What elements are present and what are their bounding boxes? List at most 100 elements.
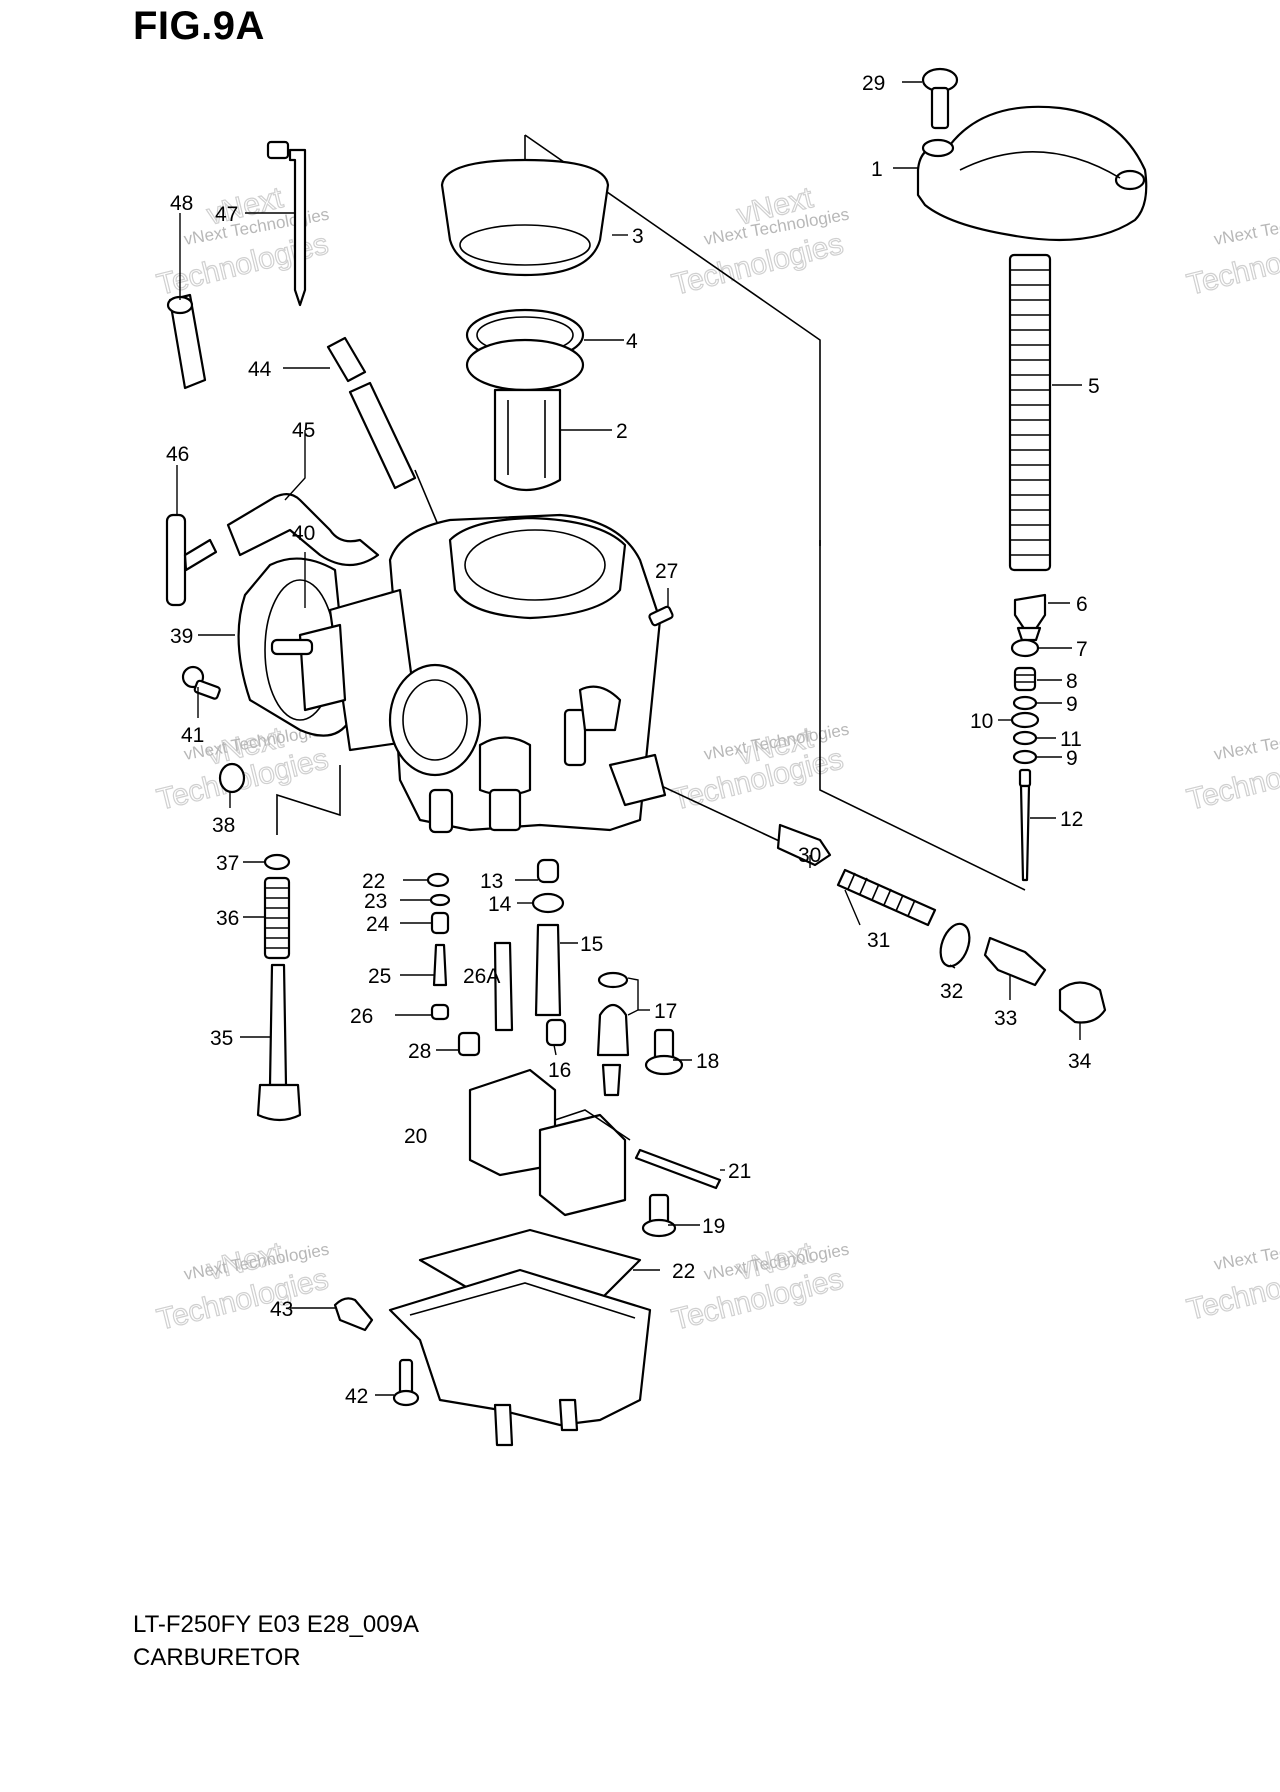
figure-title: FIG.9A: [133, 4, 265, 48]
top-cap-1: [916, 105, 1148, 242]
callout-24: 23: [364, 890, 387, 913]
piston-valve-2: [465, 338, 585, 491]
callout-18: 18: [696, 1050, 719, 1073]
jet-16: [545, 1018, 567, 1047]
callout-22: 22: [672, 1260, 695, 1283]
callout-10: 10: [970, 710, 993, 733]
spring-5: [1008, 253, 1052, 572]
callout-2: 2: [616, 420, 628, 443]
carburetor-body: [298, 513, 667, 834]
figure-footer: LT-F250FY E03 E28_009A CARBURETOR: [133, 1608, 419, 1674]
callout-32: 31: [867, 929, 890, 952]
plunger-31: [776, 823, 832, 867]
callout-30: 29: [862, 72, 885, 95]
ring-7: [1010, 638, 1040, 658]
ring-17: [597, 971, 629, 989]
leader-lines: [176, 81, 1082, 1396]
valve-17: [596, 1003, 630, 1057]
callout-3: 3: [632, 225, 644, 248]
callout-13: 13: [480, 870, 503, 893]
cap-35: [1058, 981, 1107, 1024]
callout-47: 46: [166, 443, 189, 466]
callout-19: 19: [702, 1215, 725, 1238]
o-ring-33: [939, 922, 971, 968]
nipple-41: [270, 638, 314, 656]
wire-48: [266, 140, 307, 307]
callout-28: 27: [655, 560, 678, 583]
needle-jet-15: [534, 923, 562, 1017]
callout-29: 28: [408, 1040, 431, 1063]
bolt-43: [392, 1358, 420, 1407]
jet-27: [493, 941, 514, 1032]
callout-48: 47: [215, 203, 238, 226]
watermark-text: vNext Technologies: [1212, 720, 1280, 764]
callout-21: 21: [728, 1160, 751, 1183]
watermark-group: vNext vNext Technologies Technologies vN…: [153, 180, 1280, 1337]
callout-37: 36: [216, 907, 239, 930]
washer-26a: [430, 1003, 450, 1021]
callout-9: 9: [1066, 693, 1078, 716]
callout-15: 15: [580, 933, 603, 956]
callout-16: 16: [548, 1059, 571, 1082]
drain-screw-44: [333, 1297, 374, 1332]
spring-25: [430, 911, 450, 935]
clip-10: [1010, 711, 1040, 729]
callout-34: 33: [994, 1007, 1017, 1030]
washer-9: [1012, 695, 1038, 711]
callout-26a: 26: [350, 1005, 373, 1028]
callout-39: 38: [212, 814, 235, 837]
model-code: LT-F250FY E03 E28_009A: [133, 1611, 419, 1638]
callout-9b: 9: [1066, 747, 1078, 770]
callout-41: 40: [292, 522, 315, 545]
bolt-42: [181, 665, 221, 700]
callout-11: 11: [1060, 728, 1082, 751]
jet-13: [536, 858, 560, 884]
callout-36: 35: [210, 1027, 233, 1050]
retainer-6: [1013, 593, 1047, 642]
callout-46: 45: [292, 419, 315, 442]
callout-35: 34: [1068, 1050, 1092, 1073]
screw-19: [641, 1193, 677, 1238]
callout-1: 1: [871, 158, 883, 181]
callout-17: 17: [654, 1000, 677, 1023]
screw-28: [648, 605, 674, 627]
callout-42: 41: [181, 724, 204, 747]
callout-45: 44: [248, 358, 272, 381]
diaphragm-3: [440, 158, 610, 277]
callout-12: 12: [1060, 808, 1083, 831]
callout-labels: 29 1 3 4 2 5 6 7 8 9 10 11 9 12 27 22 23…: [166, 72, 1100, 1408]
float-20: [468, 1068, 631, 1217]
clamp-39: [218, 762, 246, 794]
pin-21: [634, 1148, 722, 1190]
nut-34: [983, 936, 1047, 987]
screw-26: [432, 943, 448, 987]
callout-20: 20: [404, 1125, 427, 1148]
jet-needle-12: [1018, 768, 1032, 882]
float-bowl: [388, 1268, 652, 1447]
callout-33: 32: [940, 980, 963, 1003]
callout-43: 42: [345, 1385, 368, 1408]
spring-37: [263, 876, 291, 960]
callout-26: 25: [368, 965, 391, 988]
callout-5: 5: [1088, 375, 1100, 398]
washer-24: [429, 893, 451, 907]
clip-49: [166, 293, 207, 390]
callout-6: 6: [1076, 593, 1088, 616]
callout-8: 8: [1066, 670, 1078, 693]
callout-44: 43: [270, 1298, 293, 1321]
callout-40: 39: [170, 625, 193, 648]
washer-11: [1012, 730, 1038, 746]
needle-17: [601, 1063, 622, 1097]
callout-14: 14: [488, 893, 512, 916]
watermark-text: vNext Technologies: [1212, 1230, 1280, 1274]
screw-29: [457, 1031, 481, 1057]
callout-25: 24: [366, 913, 390, 936]
figure-caption: CARBURETOR: [133, 1644, 301, 1671]
callout-27: 26A: [463, 965, 500, 988]
callout-49: 48: [170, 192, 193, 215]
pilot-screw-36: [256, 963, 302, 1122]
callout-7: 7: [1076, 638, 1088, 661]
screw-30: [921, 67, 959, 130]
washer-38: [263, 853, 291, 871]
